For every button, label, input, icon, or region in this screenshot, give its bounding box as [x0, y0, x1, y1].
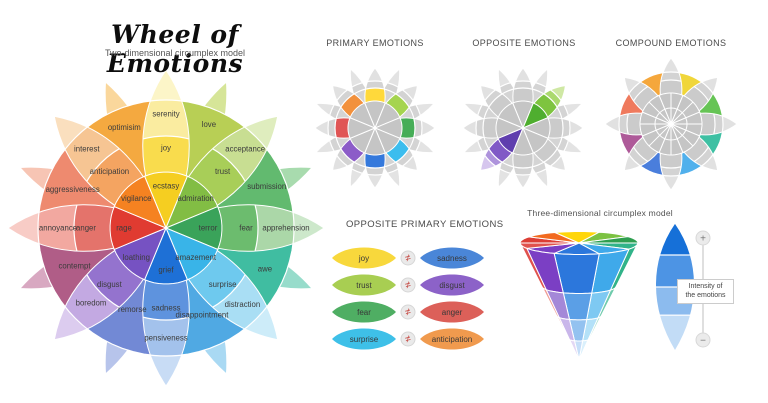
- wheel-label-pensiveness: pensiveness: [144, 334, 187, 343]
- pair-lens-trust: [332, 274, 396, 296]
- flower-compound: [604, 57, 738, 191]
- not-equal-badge: [400, 250, 416, 266]
- minus-icon: −: [700, 336, 706, 347]
- cone-model: [519, 231, 639, 358]
- wheel-label-anticipation: anticipation: [90, 167, 129, 176]
- pair-label-joy: joy: [358, 254, 369, 263]
- core-wedge-vigilance: [113, 175, 167, 229]
- cone-rim-back-2: [554, 231, 600, 244]
- plus-badge: [695, 230, 711, 246]
- not-equal-badge: [400, 277, 416, 293]
- cone-rim-back-1: [528, 232, 580, 244]
- page-subtitle: Two-dimensional circumplex model: [104, 48, 246, 58]
- pair-lens-sadness: [420, 247, 484, 269]
- wheel-label-serenity: serenity: [152, 110, 179, 119]
- opposite-pairs-list: joy ≠ sadness trust ≠ disgust fear ≠ anger surpri…: [332, 247, 484, 350]
- opposite-emotions-heading: OPPOSITE EMOTIONS: [472, 38, 576, 48]
- not-equal-icon: ≠: [404, 307, 413, 319]
- pair-label-disgust: disgust: [439, 281, 465, 290]
- wheel-label-trust: trust: [215, 167, 231, 176]
- pair-lens-surprise: [332, 328, 396, 350]
- flower-opposite-core-7: [497, 102, 524, 129]
- wheel-label-disgust: disgust: [97, 280, 123, 289]
- wheel-label-joy: joy: [160, 144, 171, 153]
- not-equal-icon: ≠: [404, 334, 413, 346]
- not-equal-badge: [400, 304, 416, 320]
- not-equal-icon: ≠: [404, 253, 413, 265]
- pair-lens-joy: [332, 247, 396, 269]
- wheel-label-remorse: remorse: [118, 305, 147, 314]
- wheel-label-loathing: loathing: [123, 253, 150, 262]
- wheel-label-sadness: sadness: [151, 304, 180, 313]
- pair-label-trust: trust: [356, 281, 372, 290]
- pair-lens-anger: [420, 301, 484, 323]
- wheel-label-surprise: surprise: [209, 280, 237, 289]
- wheel-label-interest: interest: [74, 144, 100, 153]
- wheel-label-disappointment: disappointment: [176, 310, 230, 319]
- wheel-label-acceptance: acceptance: [225, 144, 265, 153]
- pair-label-sadness: sadness: [437, 254, 467, 263]
- flower-primary-core-7: [349, 102, 376, 129]
- cone-face-red-band-3: [567, 338, 578, 358]
- intensity-caption: Intensity of the emotions: [677, 279, 734, 304]
- flower-primary: [313, 66, 437, 190]
- pair-label-anticipation: anticipation: [432, 335, 472, 344]
- wheel-label-admiration: admiration: [177, 194, 213, 203]
- pair-label-surprise: surprise: [350, 335, 379, 344]
- wheel-label-love: love: [202, 120, 216, 129]
- wheel-label-fear: fear: [239, 224, 253, 233]
- wheel-label-ecstasy: ecstasy: [153, 182, 180, 191]
- emotion-wheel: ecstasy joy serenity admiration trust accepta…: [7, 69, 325, 387]
- plus-icon: +: [700, 234, 706, 245]
- wheel-label-aggressiveness: aggressiveness: [46, 185, 100, 194]
- primary-emotions-heading: PRIMARY EMOTIONS: [326, 38, 424, 48]
- wheel-label-anger: anger: [76, 224, 96, 233]
- wheel-label-boredom: boredom: [76, 299, 107, 308]
- pair-label-anger: anger: [442, 308, 463, 317]
- three-dimensional-model-heading: Three-dimensional circumplex model: [527, 208, 673, 218]
- wheel-label-submission: submission: [247, 182, 286, 191]
- intensity-caption-line2: the emotions: [685, 292, 726, 299]
- wheel-label-optimisim: optimisim: [108, 123, 141, 132]
- minus-badge: [695, 332, 711, 348]
- wheel-label-annoyance: annoyance: [39, 224, 77, 233]
- pair-label-fear: fear: [357, 308, 371, 317]
- pair-lens-fear: [332, 301, 396, 323]
- wheel-label-apprehension: apprehension: [262, 224, 309, 233]
- pair-lens-anticipation: [420, 328, 484, 350]
- cone-rim-back-3: [578, 231, 629, 244]
- wheel-label-rage: rage: [116, 224, 132, 233]
- wheel-label-amazement: amazement: [175, 253, 217, 262]
- compound-emotions-heading: COMPOUND EMOTIONS: [615, 38, 727, 48]
- not-equal-icon: ≠: [404, 280, 413, 292]
- pair-lens-disgust: [420, 274, 484, 296]
- page-title: Wheel of Emotions: [106, 20, 244, 78]
- intensity-caption-line1: Intensity of: [688, 283, 723, 290]
- not-equal-badge: [400, 331, 416, 347]
- wheel-label-awe: awe: [258, 264, 272, 273]
- wheel-label-distraction: distraction: [225, 300, 261, 309]
- wheel-label-grief: grief: [158, 266, 174, 275]
- flower-opposite: [461, 66, 585, 190]
- wheel-label-vigilance: vigilance: [121, 194, 151, 203]
- wheel-label-contempt: contempt: [58, 261, 91, 270]
- wheel-label-terror: terror: [199, 224, 218, 233]
- opposite-primary-emotions-heading: OPPOSITE PRIMARY EMOTIONS: [346, 219, 504, 230]
